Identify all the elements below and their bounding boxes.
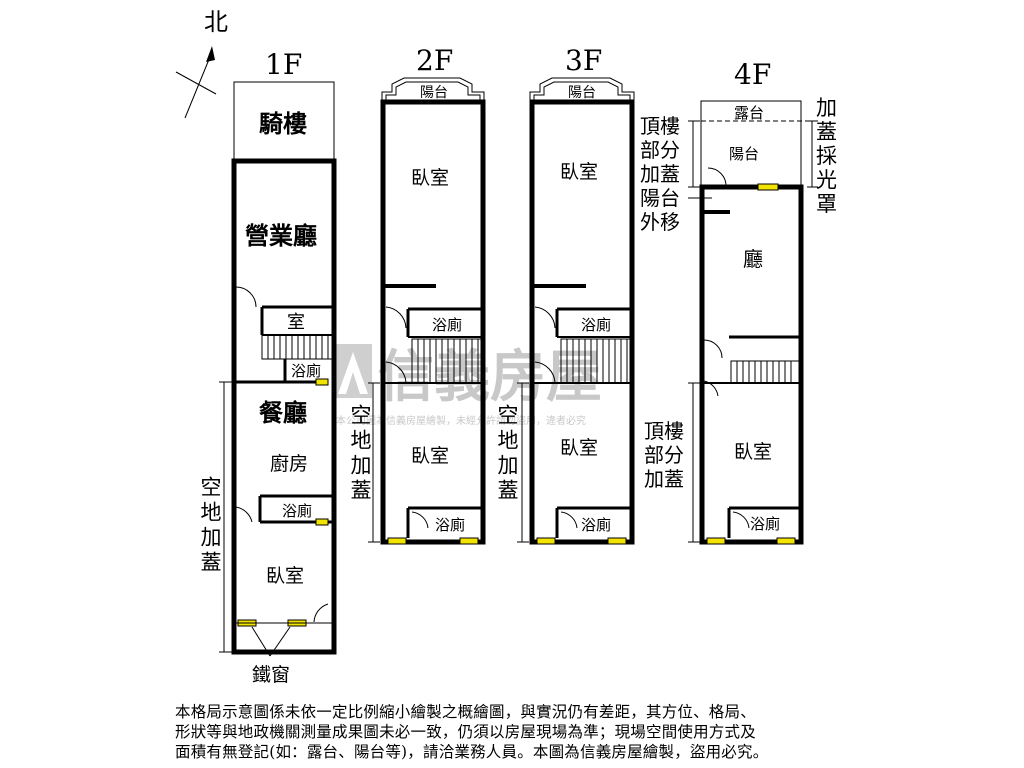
window-icon — [536, 537, 556, 545]
door-icon — [385, 306, 407, 329]
door-icon — [707, 167, 727, 188]
door-icon — [703, 339, 723, 359]
room-bedroom-4f: 臥室 — [734, 441, 772, 463]
room-hall-4f: 廳 — [743, 247, 763, 271]
room-kitchen: 廚房 — [270, 452, 308, 475]
door-icon — [703, 380, 719, 397]
floor-1f: 1F — [198, 48, 337, 686]
north-arrow: 北 — [175, 8, 228, 119]
floor-2f: 2F 陽台 臥室 浴廁 臥室 — [348, 44, 486, 545]
door-icon — [313, 603, 329, 623]
door-icon — [235, 506, 253, 523]
room-bath-1f-b: 浴廁 — [282, 502, 312, 520]
floor-1f-title: 1F — [265, 48, 302, 81]
floor-plan: 信義房屋 本公司圖為信義房屋繪製，未經允許請勿盜用，違者必究 北 1F — [175, 8, 837, 686]
note-3f-vacant-addition: 空地加蓋 — [495, 404, 519, 504]
room-bath-2f-b: 浴廁 — [435, 516, 465, 534]
door-icon — [534, 361, 556, 384]
window-icon — [315, 378, 329, 386]
room-bedroom-2f-b: 臥室 — [411, 445, 449, 467]
disclaimer-line-2: 形狀等與地政機關測量成果圖未必一致，仍須以房屋現場為準；現場空間使用方式及 — [175, 723, 756, 741]
disclaimer-line-1: 本格局示意圖係未依一定比例縮小繪製之概繪圖，與實況仍有差距，其方位、格局、 — [175, 703, 756, 721]
room-bedroom-3f-a: 臥室 — [560, 161, 598, 183]
floor-2f-title: 2F — [416, 44, 453, 77]
room-bath-3f-a: 浴廁 — [581, 316, 611, 334]
room-bedroom-2f-a: 臥室 — [411, 167, 449, 189]
room-bath-2f-a: 浴廁 — [432, 316, 462, 334]
note-4f-rooftop-partial-lower: 頂樓部分加蓋 — [644, 419, 684, 491]
watermark: 信義房屋 本公司圖為信義房屋繪製，未經允許請勿盜用，違者必究 — [334, 344, 602, 427]
note-iron-window: 鐵窗 — [252, 664, 290, 686]
room-bedroom-1f: 臥室 — [266, 565, 304, 587]
door-icon — [534, 306, 556, 329]
window-icon — [459, 537, 479, 545]
room-arcade: 騎樓 — [259, 109, 307, 138]
window-icon — [315, 518, 329, 526]
watermark-logo-icon — [334, 344, 372, 398]
room-terrace-4f: 露台 — [734, 104, 764, 122]
room-small: 室 — [287, 312, 305, 333]
room-business-hall: 營業廳 — [245, 221, 317, 250]
note-2f-vacant-addition: 空地加蓋 — [348, 404, 372, 504]
disclaimer-line-3: 面積有無登記(如：露台、陽台等)，請洽業務人員。本圖為信義房屋繪製，盜用必究。 — [175, 743, 769, 761]
floor-3f: 3F 陽台 臥室 浴廁 臥室 浴廁 空地加 — [495, 44, 635, 545]
window-icon — [387, 537, 407, 545]
floor-4f-title: 4F — [734, 58, 771, 91]
disclaimer: 本格局示意圖係未依一定比例縮小繪製之概繪圖，與實況仍有差距，其方位、格局、 形狀… — [175, 702, 875, 762]
door-icon — [560, 511, 578, 529]
door-icon — [732, 511, 750, 529]
room-balcony-3f: 陽台 — [568, 85, 596, 101]
door-icon — [235, 286, 257, 308]
note-4f-skylight: 加蓋採光罩 — [816, 96, 837, 216]
floor-4f: 4F 露台 陽台 廳 臥室 浴 — [640, 58, 837, 545]
room-balcony-4f: 陽台 — [729, 145, 759, 163]
window-icon — [757, 183, 779, 191]
room-dining: 餐廳 — [259, 398, 307, 427]
note-4f-rooftop-partial: 頂樓部分加蓋 — [640, 114, 680, 186]
door-icon — [385, 361, 407, 384]
note-1f-vacant-addition: 空地加蓋 — [198, 476, 222, 576]
room-balcony-2f: 陽台 — [420, 85, 448, 101]
room-bath-3f-b: 浴廁 — [581, 516, 611, 534]
room-bath-1f-a: 浴廁 — [291, 362, 321, 380]
door-icon — [411, 511, 429, 529]
window-icon — [607, 537, 627, 545]
watermark-brand: 信義房屋 — [378, 345, 602, 410]
room-bedroom-3f-b: 臥室 — [560, 437, 598, 459]
window-icon — [776, 537, 796, 545]
floor-3f-title: 3F — [565, 44, 602, 77]
stairs-1f — [261, 334, 335, 360]
north-label: 北 — [204, 8, 228, 36]
watermark-notice: 本公司圖為信義房屋繪製，未經允許請勿盜用，違者必究 — [336, 414, 586, 427]
note-4f-balcony-moved: 陽台外移 — [640, 186, 680, 234]
room-bath-4f: 浴廁 — [750, 515, 780, 533]
window-icon — [706, 537, 726, 545]
